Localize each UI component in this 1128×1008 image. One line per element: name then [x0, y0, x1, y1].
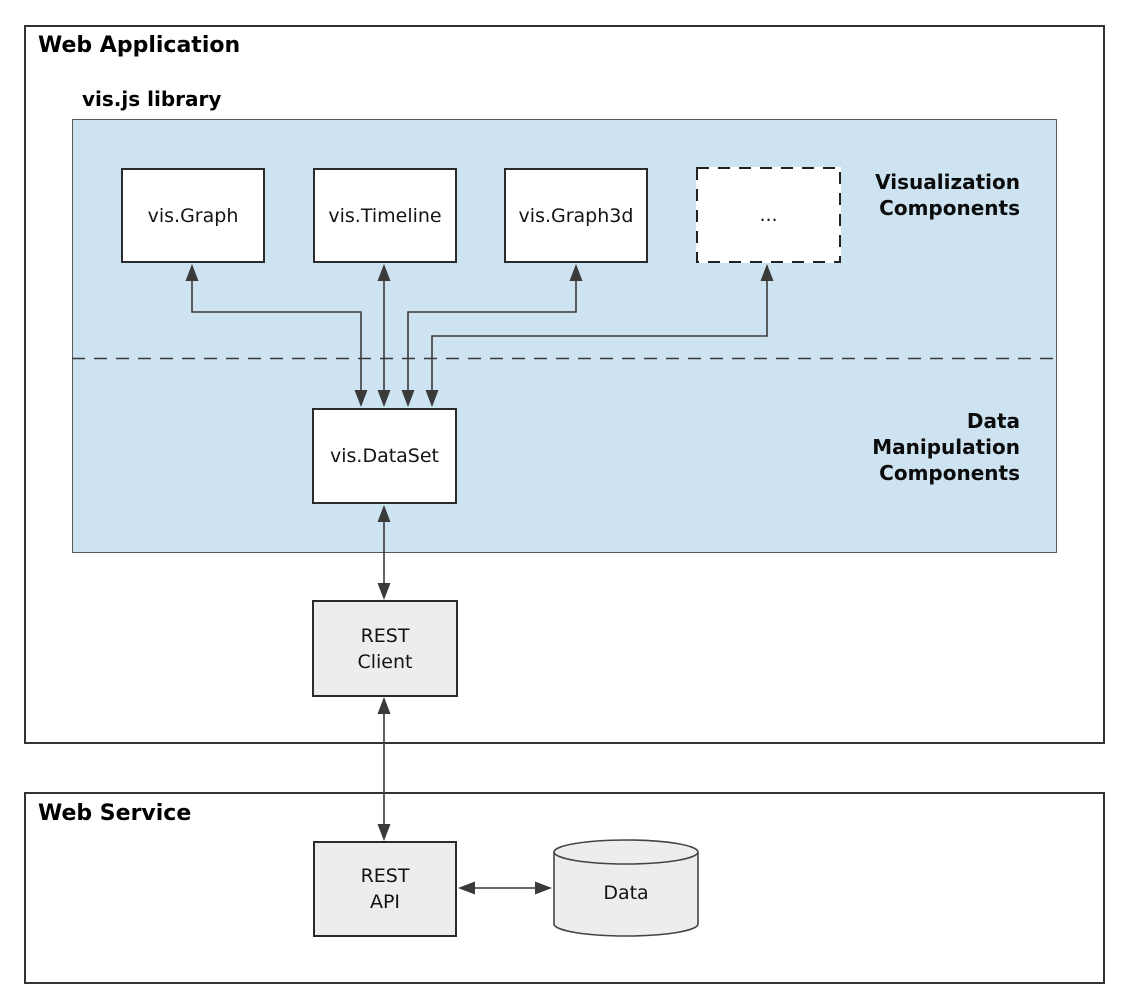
node-vis-timeline-label: vis.Timeline — [328, 204, 442, 227]
node-vis-timeline: vis.Timeline — [313, 168, 457, 263]
data-cylinder-label: Data — [603, 882, 649, 904]
node-vis-graph3d-label: vis.Graph3d — [518, 204, 634, 227]
node-vis-graph3d: vis.Graph3d — [504, 168, 648, 263]
visualization-components-label: Visualization Components — [720, 169, 1020, 221]
web-application-frame — [24, 25, 1105, 744]
node-rest-api: REST API — [313, 841, 457, 937]
node-vis-dataset-label: vis.DataSet — [329, 445, 440, 467]
node-vis-dataset: vis.DataSet — [312, 408, 457, 504]
web-application-title: Web Application — [38, 33, 241, 58]
data-manipulation-label-line3: Components — [879, 461, 1020, 485]
data-manipulation-label-line2: Manipulation — [872, 435, 1020, 459]
node-rest-client-label-line1: REST — [360, 624, 410, 647]
data-cylinder-shape — [553, 839, 699, 937]
visjs-library-title: vis.js library — [82, 87, 222, 111]
data-manipulation-label-line1: Data — [966, 409, 1020, 433]
node-rest-client: REST Client — [312, 600, 458, 697]
node-ellipsis: ... — [696, 167, 841, 263]
node-rest-api-label-line1: REST — [360, 865, 410, 887]
node-rest-api-label-line2: API — [369, 891, 401, 913]
visualization-components-label-line1: Visualization — [875, 170, 1020, 194]
data-manipulation-components-label: Data Manipulation Components — [720, 408, 1020, 486]
web-service-frame — [24, 792, 1105, 984]
node-rest-client-label-line2: Client — [357, 650, 413, 673]
node-vis-graph: vis.Graph — [121, 168, 265, 263]
node-ellipsis-label: ... — [759, 204, 778, 226]
web-service-title: Web Service — [38, 801, 192, 826]
node-vis-graph-label: vis.Graph — [147, 204, 239, 227]
visualization-components-label-line2: Components — [879, 196, 1020, 220]
